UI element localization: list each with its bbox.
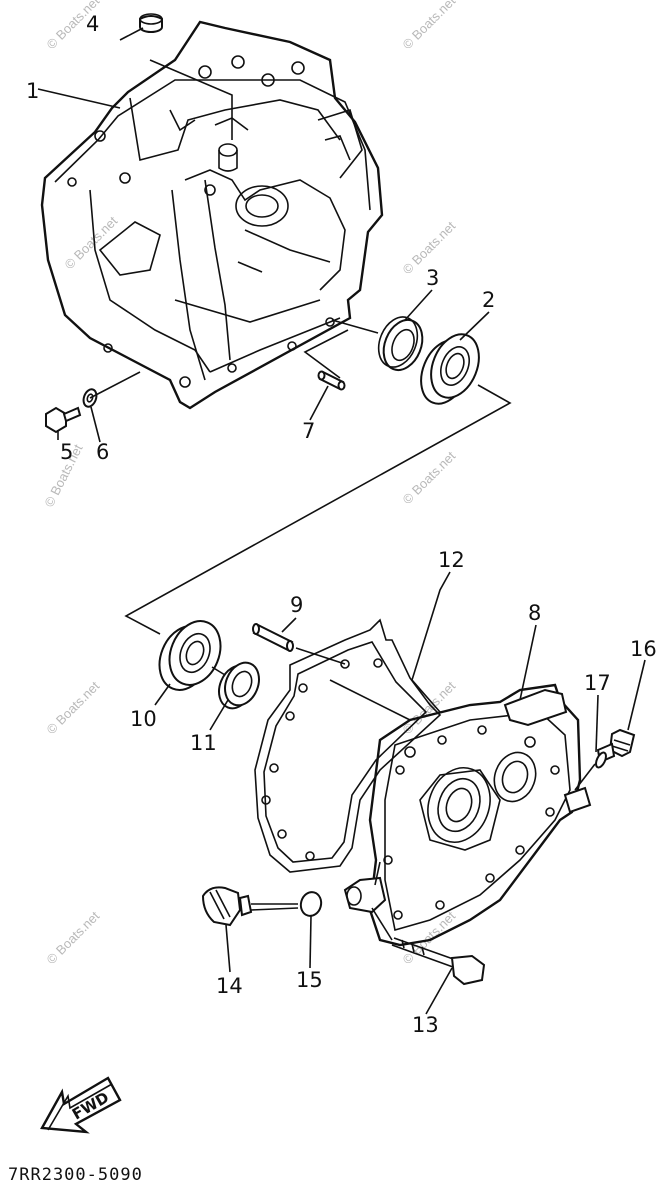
callout-14: 14 [216,974,243,998]
bolt-5 [45,406,82,434]
gasket-12 [254,618,442,873]
diagram-part-code: 7RR2300-5090 [8,1165,143,1185]
watermark: © Boats.net [44,678,103,737]
dipstick-14 [201,886,299,927]
washer-17 [595,751,607,769]
callout-labels: 1 2 3 4 5 6 7 8 9 10 11 12 13 14 15 16 1… [26,12,657,1037]
callout-2: 2 [482,288,495,312]
watermarks: © Boats.net © Boats.net © Boats.net © Bo… [41,0,458,967]
watermark: © Boats.net [400,448,459,507]
watermark: © Boats.net [62,213,121,272]
watermark: © Boats.net [44,908,103,967]
assembly-reference-lines [124,319,596,791]
callout-9: 9 [290,593,303,617]
fwd-label: FWD [69,1088,112,1123]
oil-seal-3 [377,316,424,372]
bolt-13 [391,937,486,986]
cap-4 [139,13,163,33]
callout-13: 13 [412,1013,439,1037]
o-ring-15 [299,891,323,917]
callout-4: 4 [86,12,99,36]
dowel-pin-7 [317,370,346,391]
callout-11: 11 [190,731,217,755]
callout-1: 1 [26,79,39,103]
callout-8: 8 [528,601,541,625]
callout-6: 6 [96,440,109,464]
dowel-pin-9 [252,623,294,652]
crankcase-drawing [40,20,384,410]
callout-16: 16 [630,637,657,661]
callout-3: 3 [426,266,439,290]
crankcase-cover-8 [343,683,592,947]
callout-7: 7 [302,419,315,443]
leader-lines [37,27,646,1015]
fwd-arrow-icon: FWD [40,1076,122,1134]
oil-seal-11 [218,661,260,710]
callout-12: 12 [438,548,465,572]
bearing-2 [420,333,480,405]
callout-5: 5 [60,440,73,464]
callout-17: 17 [584,671,611,695]
bearing-10 [158,620,222,691]
callout-15: 15 [296,968,323,992]
watermark: © Boats.net [400,0,459,52]
callout-10: 10 [130,707,157,731]
